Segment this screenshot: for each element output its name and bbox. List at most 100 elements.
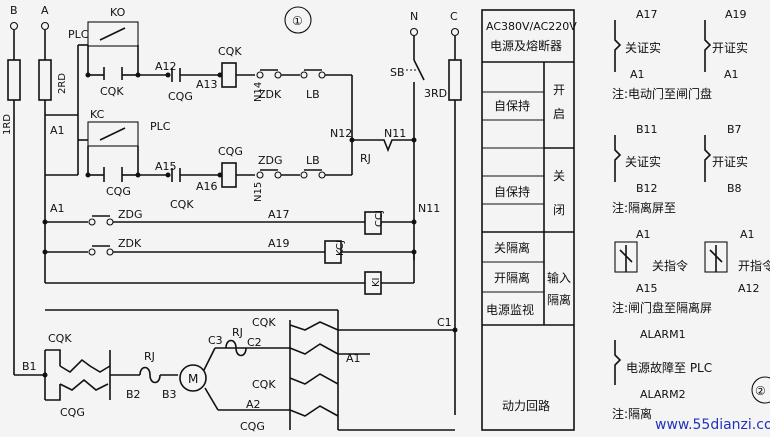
label-cqk-2: CQK (170, 198, 194, 211)
node-a16: A16 (196, 180, 218, 193)
label-ko: KO (110, 6, 126, 19)
legend-g1-open-top: A19 (725, 8, 747, 21)
node-a1-row: A1 (50, 202, 65, 215)
table-open-1: 开 (553, 83, 565, 97)
node-a2: A2 (246, 398, 261, 411)
label-ccj: CCJ (374, 210, 385, 227)
bus-label-n: N (410, 10, 418, 23)
node-a13: A13 (196, 78, 218, 91)
table-row-self-hold-2: 自保持 (494, 184, 530, 199)
table-row-self-hold-1: 自保持 (494, 98, 530, 113)
legend-g3-open-label: 开指令 (738, 258, 770, 273)
node-a1-bottom: A1 (346, 352, 361, 365)
legend-g3-note: 注:闸门盘至隔离屏 (612, 300, 712, 315)
node-n15: N15 (253, 182, 264, 202)
legend-g1-close-bot: A1 (630, 68, 645, 81)
bus-label-b: B (10, 4, 18, 17)
label-lb-1: LB (306, 88, 320, 101)
label-zdk-row: ZDK (118, 237, 142, 250)
label-m: M (188, 372, 198, 386)
legend-g2-open-top: B7 (727, 123, 742, 136)
table-input-2: 隔离 (547, 292, 571, 307)
label-plc-top: PLC (68, 28, 89, 41)
legend-g4-bot: ALARM2 (640, 388, 686, 401)
node-a17: A17 (268, 208, 290, 221)
function-table (481, 9, 575, 431)
table-close-1: 关 (553, 169, 565, 183)
label-coil-cqk: CQK (218, 45, 242, 58)
bus-label-c: C (450, 10, 458, 23)
legend-g2-close-bot: B12 (636, 182, 658, 195)
node-c3: C3 (208, 334, 223, 347)
label-cqk-r2: CQK (252, 378, 276, 391)
table-open-2: 启 (553, 107, 565, 121)
label-kc: KC (90, 108, 105, 121)
node-b3: B3 (162, 388, 177, 401)
node-rj-label: RJ (232, 326, 243, 339)
legend-g3-open-top: A1 (740, 228, 755, 241)
label-sb: SB (390, 66, 405, 79)
fuse-2rd-label: 2RD (57, 73, 68, 94)
legend-g4-note: 注:隔离 (612, 406, 652, 421)
legend-g2-open-label: 开证实 (712, 154, 748, 169)
label-zdg-row: ZDG (118, 208, 143, 221)
legend-g3-close-label: 关指令 (652, 258, 688, 273)
legend-g2-close-label: 关证实 (625, 154, 661, 169)
legend-g3-close-top: A1 (636, 228, 651, 241)
label-cqg-r: CQG (240, 420, 265, 433)
label-rj: RJ (360, 152, 371, 165)
fuse-1rd-label: 1RD (2, 114, 13, 135)
label-zdg: ZDG (258, 154, 283, 167)
node-b1: B1 (22, 360, 37, 373)
node-n11: N11 (384, 127, 406, 140)
table-header-2: 电源及熔断器 (490, 38, 562, 53)
legend-g2-close-top: B11 (636, 123, 658, 136)
table-close-2: 闭 (553, 203, 565, 217)
label-cqk-1: CQK (100, 85, 124, 98)
label-plc-2: PLC (150, 120, 171, 133)
label-kcj: KCJ (335, 240, 346, 256)
relay-ccj (364, 211, 382, 235)
label-cqg-motor: CQG (60, 406, 85, 419)
node-c2: C2 (247, 336, 262, 349)
legend-g3-open-bot: A12 (738, 282, 760, 295)
legend-g3-close-bot: A15 (636, 282, 658, 295)
table-header-1: AC380V/AC220V (486, 20, 577, 33)
legend-g1-open-bot: A1 (724, 68, 739, 81)
fuse-3rd-label: 3RD (424, 87, 447, 100)
section-mark-2: ② (755, 384, 766, 398)
motor (179, 364, 207, 392)
label-lb-2: LB (306, 154, 320, 167)
label-coil-cqg: CQG (218, 145, 243, 158)
node-a1: A1 (50, 124, 65, 137)
legend-g1-close-top: A17 (636, 8, 658, 21)
label-cqg-1: CQG (168, 90, 193, 103)
legend-g2-note: 注:隔离屏至 (612, 200, 676, 215)
label-ki: KI (371, 277, 382, 287)
node-a15: A15 (155, 160, 177, 173)
legend-g1-open-label: 开证实 (712, 40, 748, 55)
label-cqk-motor: CQK (48, 332, 72, 345)
label-cqk-r1: CQK (252, 316, 276, 329)
node-c1: C1 (437, 316, 452, 329)
table-input-1: 输入 (547, 270, 571, 285)
legend-g1-note: 注:电动门至闸门盘 (612, 86, 712, 101)
legend-g4-label: 电源故障至 PLC (626, 360, 712, 375)
node-n14: N14 (253, 82, 264, 102)
watermark-text: www.55dianzi.com (655, 417, 770, 433)
node-a19: A19 (268, 237, 290, 250)
table-row-power-monitor: 电源监视 (486, 302, 534, 317)
node-b2: B2 (126, 388, 141, 401)
table-row-open-iso: 开隔离 (494, 270, 530, 285)
legend-g2-open-bot: B8 (727, 182, 742, 195)
label-cqg-2: CQG (106, 185, 131, 198)
section-mark-1: ① (292, 14, 303, 28)
label-zdk: ZDK (258, 88, 282, 101)
node-n11-lower: N11 (418, 202, 440, 215)
legend-g1-close-label: 关证实 (625, 40, 661, 55)
bus-label-a: A (41, 4, 49, 17)
table-row-close-iso: 关隔离 (494, 240, 530, 255)
table-row-power-loop: 动力回路 (502, 398, 550, 413)
node-a12: A12 (155, 60, 177, 73)
node-n12: N12 (330, 127, 352, 140)
